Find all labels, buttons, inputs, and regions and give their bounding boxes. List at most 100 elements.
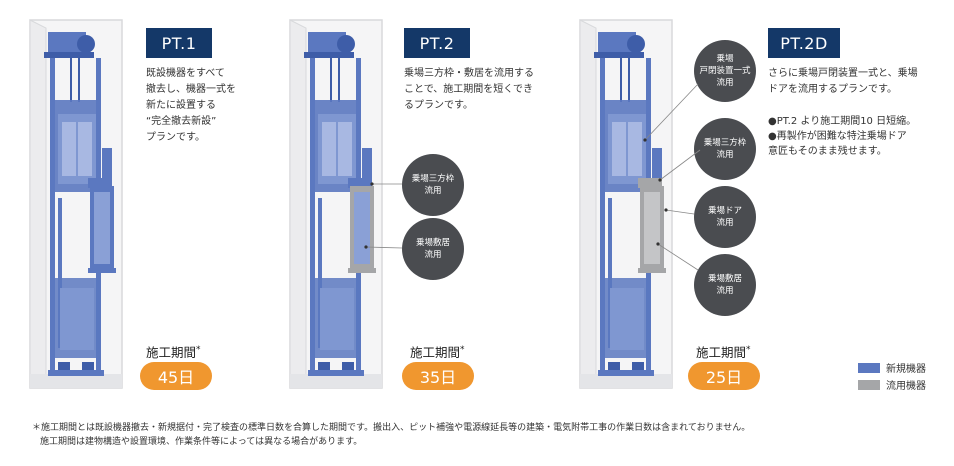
shaft-floor bbox=[580, 374, 672, 388]
machine-base bbox=[594, 52, 644, 58]
elevator-shaft-illustration-pt2 bbox=[288, 18, 384, 390]
sheave bbox=[627, 35, 645, 53]
callout-line: 流用 bbox=[716, 218, 734, 228]
period-label-text: 施工期間 bbox=[410, 345, 461, 360]
callout-line: 乗場ドア bbox=[707, 206, 742, 216]
desc-line: さらに乗場戸閉装置一式と、乗場 bbox=[768, 68, 918, 79]
desc-line: 既設機器をすべて bbox=[146, 68, 225, 79]
car-panel bbox=[612, 122, 626, 176]
landing-sill bbox=[348, 268, 376, 273]
footnote-mark: * bbox=[196, 344, 201, 355]
legend-item-reused-equipment: 流用機器 bbox=[858, 377, 926, 392]
traction-machine bbox=[598, 32, 636, 54]
period-label-text: 施工期間 bbox=[146, 345, 197, 360]
rope bbox=[330, 54, 332, 102]
machine-base bbox=[44, 52, 94, 58]
traction-machine bbox=[308, 32, 346, 54]
callout-line: 乗場三方枠 bbox=[411, 174, 455, 184]
desc-line: るプランです。 bbox=[404, 100, 473, 111]
callout-line: 乗場敷居 bbox=[707, 274, 742, 284]
callout-landing-frame-reuse: 乗場三方枠 流用 bbox=[694, 118, 756, 180]
traction-machine bbox=[48, 32, 86, 54]
landing-door bbox=[354, 192, 370, 264]
callout-line: 流用 bbox=[424, 186, 442, 196]
callout-landing-door-reuse: 乗場ドア 流用 bbox=[694, 186, 756, 248]
construction-days-pt2d: 25日 bbox=[688, 362, 760, 390]
pit-equipment bbox=[598, 370, 654, 376]
desc-line: プランです。 bbox=[146, 132, 205, 143]
landing-door-operator bbox=[638, 178, 662, 188]
pit-equipment bbox=[308, 370, 364, 376]
rope bbox=[78, 54, 80, 102]
shaft-side-face bbox=[289, 19, 307, 389]
guide-rail-left bbox=[600, 58, 605, 372]
car-panel bbox=[78, 122, 92, 176]
sheave bbox=[77, 35, 95, 53]
plan-notes-pt2d: ●PT.2 より施工期間10 日短縮。 ●再製作が困難な特注乗場ドア 意匠もその… bbox=[768, 114, 916, 159]
plan-description-pt2: 乗場三方枠・敷居を流用する ことで、施工期間を短くでき るプランです。 bbox=[404, 66, 534, 114]
callout-line: 乗場 bbox=[716, 54, 734, 64]
lower-car-body bbox=[60, 288, 94, 350]
note-line: 意匠もそのまま残せます。 bbox=[768, 146, 887, 157]
callout-line: 流用 bbox=[716, 286, 734, 296]
callout-line: 乗場敷居 bbox=[415, 238, 450, 248]
legend-item-new-equipment: 新規機器 bbox=[858, 360, 926, 375]
car-panel bbox=[322, 122, 336, 176]
callout-line: 戸閉装置一式 bbox=[699, 66, 751, 76]
callout-line: 乗場三方枠 bbox=[703, 138, 747, 148]
desc-line: 乗場三方枠・敷居を流用する bbox=[404, 68, 534, 79]
legend-swatch-new bbox=[858, 362, 880, 373]
car-panel bbox=[62, 122, 76, 176]
elevator-shaft-illustration-pt2d bbox=[578, 18, 674, 390]
callout-line: 流用 bbox=[424, 250, 442, 260]
construction-period-label-pt1: 施工期間* bbox=[146, 342, 201, 361]
landing-door-operator bbox=[348, 178, 372, 188]
landing-door-operator bbox=[88, 178, 112, 188]
legend-label: 新規機器 bbox=[886, 364, 926, 375]
construction-days-pt1: 45日 bbox=[140, 362, 212, 390]
callout-landing-sill-reuse: 乗場敷居 流用 bbox=[694, 254, 756, 316]
desc-line: 撤去し、機器一式を bbox=[146, 84, 236, 95]
pit-equipment bbox=[48, 370, 104, 376]
rope bbox=[338, 54, 340, 102]
plan-badge-pt2: PT.2 bbox=[404, 28, 470, 58]
callout-landing-frame-reuse: 乗場三方枠 流用 bbox=[402, 154, 464, 216]
note-line: ●再製作が困難な特注乗場ドア bbox=[768, 131, 907, 142]
callout-line: 流用 bbox=[716, 78, 734, 88]
lower-car-body bbox=[610, 288, 644, 350]
callout-landing-door-operator-reuse: 乗場 戸閉装置一式 流用 bbox=[694, 40, 756, 102]
rope bbox=[620, 54, 622, 102]
legend-swatch-reused bbox=[858, 379, 880, 390]
construction-period-label-pt2d: 施工期間* bbox=[696, 342, 751, 361]
legend-label: 流用機器 bbox=[886, 381, 926, 392]
cable-duct bbox=[608, 198, 612, 348]
landing-sill bbox=[88, 268, 116, 273]
cable-duct bbox=[58, 198, 62, 348]
footnote-line-1: ＊施工期間とは既設機器撤去・新規据付・完了検査の標準日数を合算した期間です。搬出… bbox=[32, 423, 751, 433]
plan-description-pt1: 既設機器をすべて 撤去し、機器一式を 新たに設置する “完全撤去新設” プランで… bbox=[146, 66, 236, 146]
shaft-floor bbox=[30, 374, 122, 388]
car-panel bbox=[338, 122, 352, 176]
period-label-text: 施工期間 bbox=[696, 345, 747, 360]
desc-line: ドアを流用するプランです。 bbox=[768, 84, 897, 95]
desc-line: ことで、施工期間を短くでき bbox=[404, 84, 533, 95]
plan-badge-pt2d: PT.2D bbox=[768, 28, 840, 58]
lower-car-body bbox=[320, 288, 354, 350]
landing-door bbox=[644, 192, 660, 264]
desc-line: 新たに設置する bbox=[146, 100, 216, 111]
footnote-mark: * bbox=[460, 344, 465, 355]
shaft-side-face bbox=[579, 19, 597, 389]
shaft-side-face bbox=[29, 19, 47, 389]
landing-sill bbox=[638, 268, 666, 273]
elevator-shaft-illustration-pt1 bbox=[28, 18, 124, 390]
rope bbox=[70, 54, 72, 102]
callout-landing-sill-reuse: 乗場敷居 流用 bbox=[402, 218, 464, 280]
construction-period-label-pt2: 施工期間* bbox=[410, 342, 465, 361]
construction-days-pt2: 35日 bbox=[402, 362, 474, 390]
landing-door bbox=[94, 192, 110, 264]
footnote-line-2: 施工期間は建物構造や設置環境、作業条件等によっては異なる場合があります。 bbox=[40, 437, 363, 447]
desc-line: “完全撤去新設” bbox=[146, 116, 217, 127]
footnote-mark: * bbox=[746, 344, 751, 355]
machine-base bbox=[304, 52, 354, 58]
rope bbox=[628, 54, 630, 102]
